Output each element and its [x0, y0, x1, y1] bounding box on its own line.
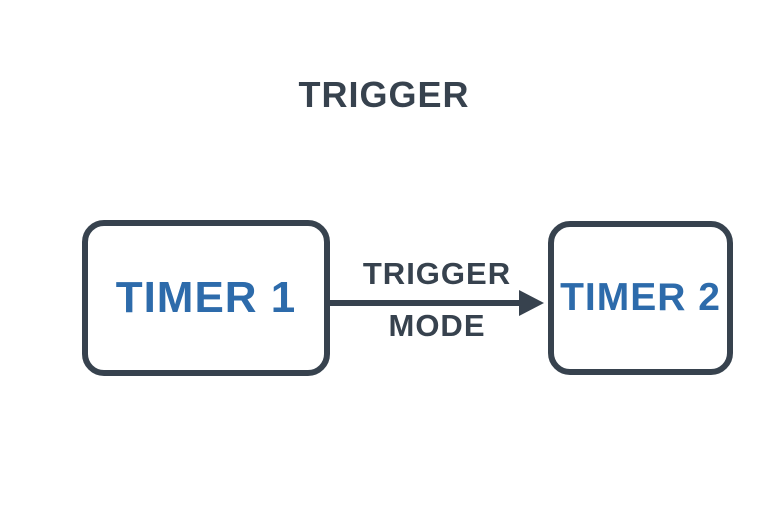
- edge-label-mode: MODE: [388, 308, 486, 343]
- trigger-arrow-head-icon: [519, 290, 544, 316]
- node-timer-1: TIMER 1: [82, 220, 330, 376]
- edge-label-trigger: TRIGGER: [362, 256, 512, 291]
- node-timer-2-label: TIMER 2: [560, 276, 721, 319]
- diagram-title: TRIGGER: [298, 74, 470, 115]
- node-timer-1-label: TIMER 1: [115, 273, 297, 322]
- node-timer-2: TIMER 2: [548, 221, 733, 375]
- trigger-arrow-line: [330, 300, 524, 306]
